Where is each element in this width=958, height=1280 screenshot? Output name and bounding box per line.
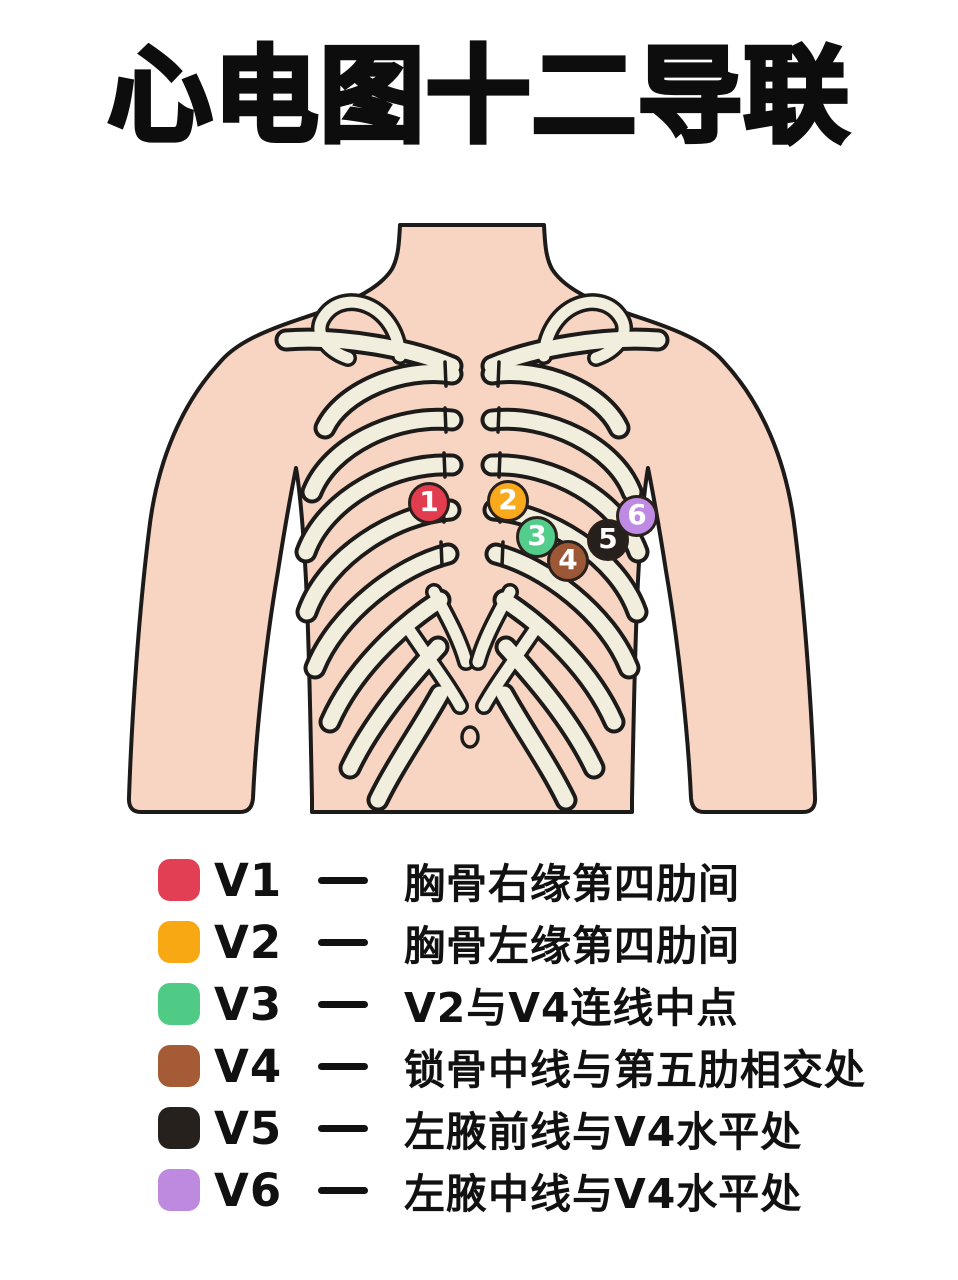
legend-label-v4: V4 <box>214 1039 283 1093</box>
torso-silhouette <box>126 223 818 814</box>
legend-row-v3: V3 V2与V4连线中点 <box>158 978 866 1032</box>
legend-swatch-v4 <box>158 1045 200 1087</box>
legend-dash-v6 <box>318 1186 380 1194</box>
legend-dash-v5 <box>318 1124 380 1132</box>
legend-dash-v1 <box>318 876 380 884</box>
legend-row-v6: V6 左腋中线与V4水平处 <box>158 1164 866 1218</box>
electrode-v6-number: 6 <box>627 498 647 531</box>
electrode-v3-marker: 3 <box>516 516 558 558</box>
legend-desc-v3: V2与V4连线中点 <box>404 984 739 1032</box>
legend-label-v2: V2 <box>214 915 283 969</box>
legend-label-v6: V6 <box>214 1163 283 1217</box>
legend-swatch-v1 <box>158 859 200 901</box>
electrode-v1-number: 1 <box>419 485 439 518</box>
electrode-v2-marker: 2 <box>487 480 529 522</box>
navel <box>460 725 480 749</box>
legend-desc-v4: 锁骨中线与第五肋相交处 <box>404 1046 866 1094</box>
legend-swatch-v3 <box>158 983 200 1025</box>
legend-row-v2: V2 胸骨左缘第四肋间 <box>158 916 866 970</box>
legend-row-v5: V5 左腋前线与V4水平处 <box>158 1102 866 1156</box>
electrode-v3-number: 3 <box>527 519 547 552</box>
legend: V1 胸骨右缘第四肋间 V2 胸骨左缘第四肋间 V3 V2与V4连线中点 V4 … <box>158 854 866 1230</box>
electrode-v2-number: 2 <box>498 483 518 516</box>
legend-swatch-v2 <box>158 921 200 963</box>
legend-desc-v5: 左腋前线与V4水平处 <box>404 1108 803 1156</box>
electrode-v6-marker: 6 <box>616 495 658 537</box>
legend-label-v1: V1 <box>214 853 283 907</box>
electrode-v4-number: 4 <box>558 543 578 576</box>
legend-swatch-v6 <box>158 1169 200 1211</box>
page-title: 心电图十二导联 <box>105 32 850 159</box>
legend-desc-v1: 胸骨右缘第四肋间 <box>404 860 740 908</box>
legend-desc-v6: 左腋中线与V4水平处 <box>404 1170 803 1218</box>
legend-dash-v2 <box>318 938 380 946</box>
electrode-v5-number: 5 <box>598 522 618 555</box>
legend-row-v1: V1 胸骨右缘第四肋间 <box>158 854 866 908</box>
legend-dash-v4 <box>318 1062 380 1070</box>
legend-desc-v2: 胸骨左缘第四肋间 <box>404 922 740 970</box>
electrode-v4-marker: 4 <box>547 540 589 582</box>
legend-label-v5: V5 <box>214 1101 283 1155</box>
legend-label-v3: V3 <box>214 977 283 1031</box>
legend-row-v4: V4 锁骨中线与第五肋相交处 <box>158 1040 866 1094</box>
legend-swatch-v5 <box>158 1107 200 1149</box>
electrode-v1-marker: 1 <box>408 482 450 524</box>
legend-dash-v3 <box>318 1000 380 1008</box>
